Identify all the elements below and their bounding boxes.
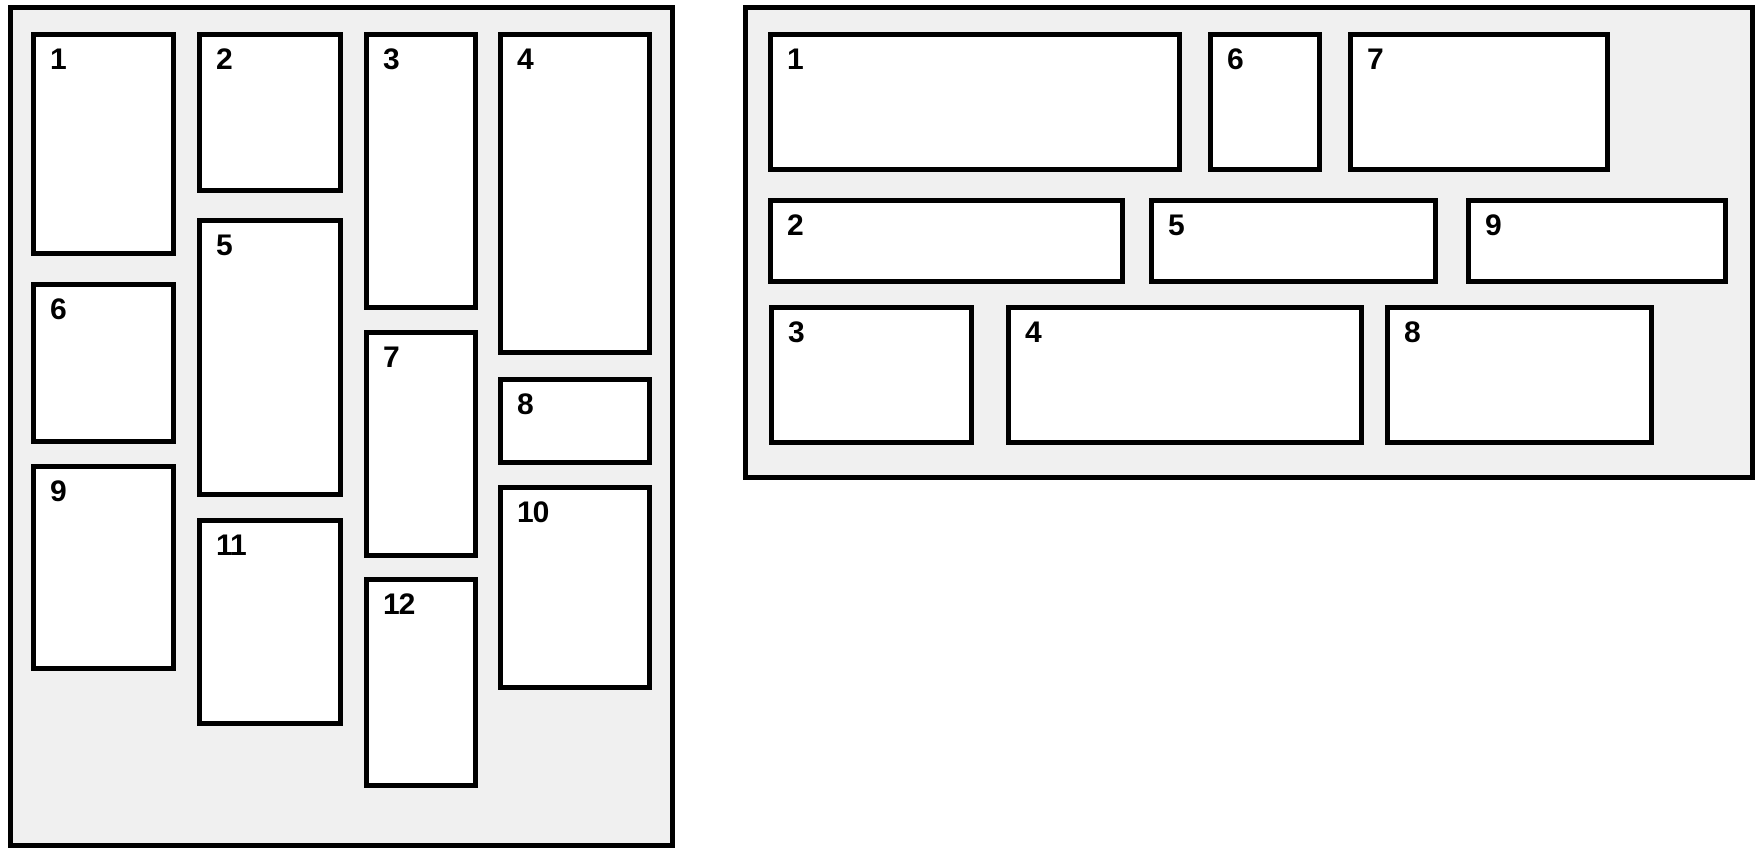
item-number-label: 6 [1227, 43, 1244, 76]
masonry-item-8: 8 [1385, 305, 1654, 445]
item-number-label: 5 [216, 229, 233, 262]
masonry-item-5: 5 [197, 218, 343, 497]
masonry-item-2: 2 [768, 198, 1125, 284]
item-number-label: 4 [1025, 316, 1042, 349]
masonry-item-9: 9 [1466, 198, 1728, 284]
item-number-label: 2 [216, 43, 233, 76]
item-number-label: 12 [383, 588, 415, 621]
masonry-item-2: 2 [197, 32, 343, 193]
masonry-item-8: 8 [498, 377, 652, 465]
item-number-label: 7 [1367, 43, 1384, 76]
item-number-label: 5 [1168, 209, 1185, 242]
item-number-label: 3 [383, 43, 400, 76]
item-number-label: 3 [788, 316, 805, 349]
masonry-item-1: 1 [31, 32, 176, 256]
masonry-item-4: 4 [1006, 305, 1364, 445]
item-number-label: 9 [50, 475, 67, 508]
masonry-item-6: 6 [31, 282, 176, 444]
item-number-label: 10 [517, 496, 549, 529]
item-number-label: 11 [216, 529, 247, 562]
masonry-item-9: 9 [31, 464, 176, 671]
masonry-item-4: 4 [498, 32, 652, 355]
masonry-item-1: 1 [768, 32, 1182, 172]
item-number-label: 4 [517, 43, 534, 76]
masonry-item-7: 7 [1348, 32, 1610, 172]
item-number-label: 1 [787, 43, 804, 76]
masonry-item-12: 12 [364, 577, 478, 788]
item-number-label: 1 [50, 43, 67, 76]
horizontal-masonry-panel: 1 2 3 4 5 6 7 8 9 [743, 5, 1755, 480]
item-number-label: 8 [517, 388, 534, 421]
item-number-label: 7 [383, 341, 400, 374]
item-number-label: 6 [50, 293, 67, 326]
masonry-item-10: 10 [498, 485, 652, 690]
item-number-label: 8 [1404, 316, 1421, 349]
item-number-label: 9 [1485, 209, 1502, 242]
masonry-item-11: 11 [197, 518, 343, 726]
item-number-label: 2 [787, 209, 804, 242]
masonry-item-3: 3 [769, 305, 974, 445]
masonry-item-6: 6 [1208, 32, 1322, 172]
masonry-item-5: 5 [1149, 198, 1438, 284]
masonry-item-7: 7 [364, 330, 478, 558]
masonry-item-3: 3 [364, 32, 478, 310]
